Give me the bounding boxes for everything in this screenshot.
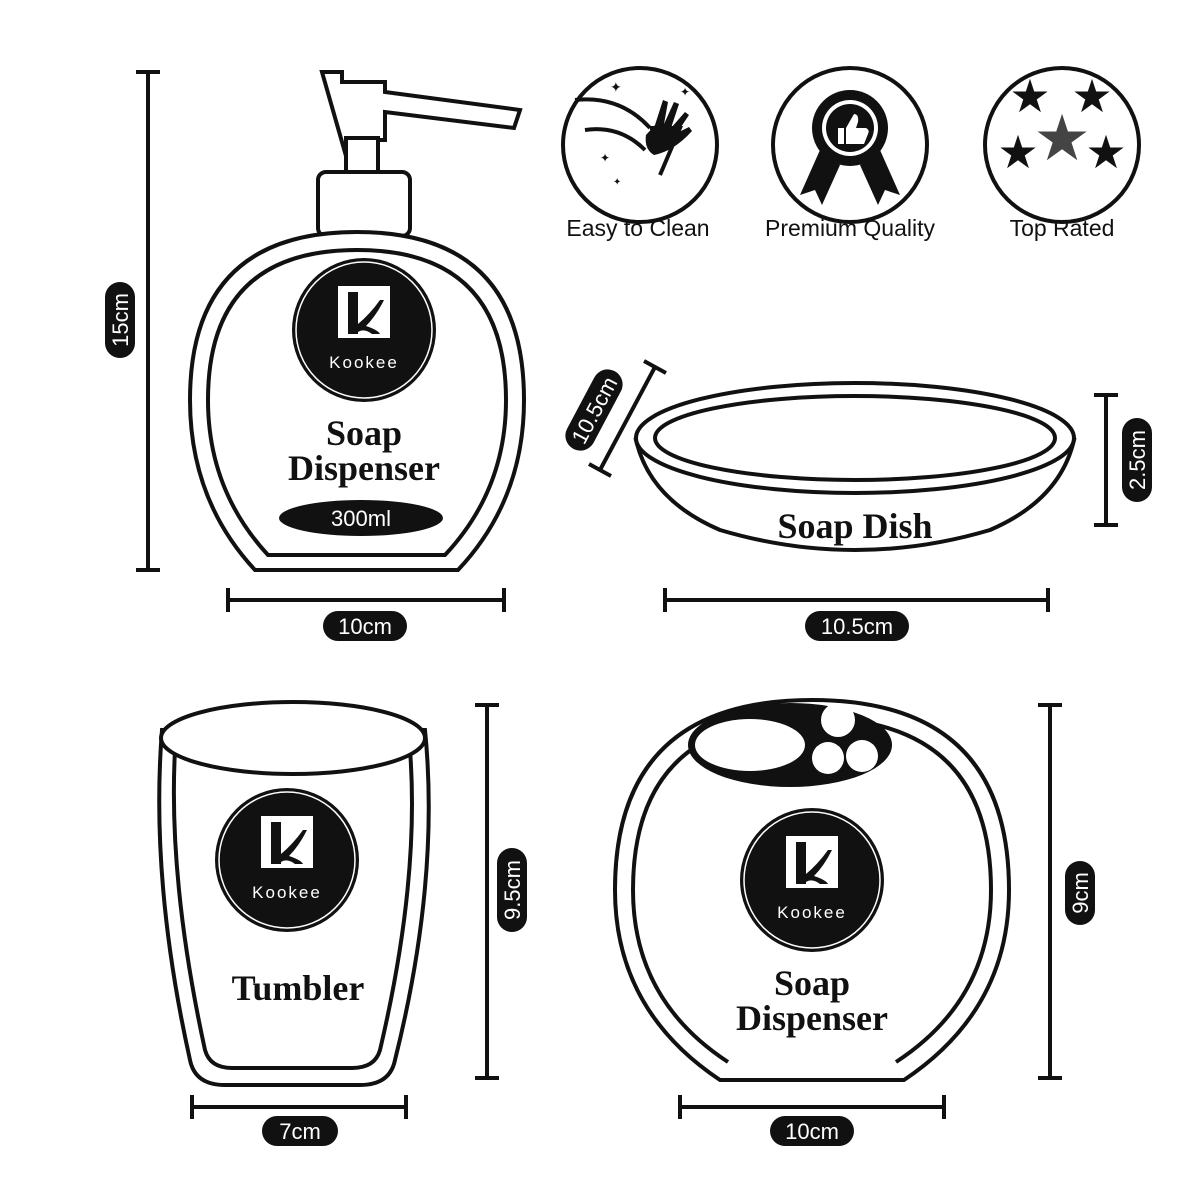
svg-text:★: ★ bbox=[1085, 125, 1126, 179]
svg-text:✦: ✦ bbox=[600, 151, 610, 165]
svg-text:★: ★ bbox=[1033, 102, 1090, 176]
soap-dish: Soap Dish bbox=[633, 381, 1077, 552]
dimension-height: 15cm bbox=[105, 70, 160, 572]
dimension-width: 10cm bbox=[226, 588, 506, 641]
pump-stem bbox=[344, 136, 380, 176]
product-name: Soap Dish bbox=[777, 506, 932, 546]
hand-sparkle-icon bbox=[645, 100, 692, 155]
dimension-width: 7cm bbox=[190, 1095, 408, 1146]
svg-text:10.5cm: 10.5cm bbox=[821, 614, 893, 639]
svg-text:10.5cm: 10.5cm bbox=[566, 373, 622, 448]
svg-text:Kookee: Kookee bbox=[777, 903, 847, 922]
svg-text:15cm: 15cm bbox=[108, 293, 133, 347]
capacity-label: 300ml bbox=[331, 506, 391, 531]
kookee-logo: Kookee bbox=[291, 257, 437, 403]
dimension-width: 10.5cm bbox=[663, 588, 1050, 641]
kookee-logo: Kookee bbox=[214, 787, 360, 933]
feature-easy-to-clean: ✦ ✦ ✦ ✦ Easy to Clean bbox=[561, 66, 719, 241]
toothbrush-holder: Kookee Soap Dispenser bbox=[612, 697, 1012, 1082]
dimension-height: 9.5cm bbox=[475, 703, 527, 1080]
kookee-logo: Kookee bbox=[739, 807, 885, 953]
stars-icon: ★★ ★★ ★ bbox=[997, 69, 1126, 179]
soap-dispenser: Kookee Soap Dispenser 300ml bbox=[187, 70, 527, 572]
svg-text:✦: ✦ bbox=[613, 177, 621, 188]
feature-top-rated: ★★ ★★ ★ Top Rated bbox=[983, 66, 1141, 241]
svg-text:10cm: 10cm bbox=[785, 1119, 839, 1144]
product-name: Soap bbox=[326, 413, 402, 453]
svg-text:✦: ✦ bbox=[680, 85, 690, 99]
svg-text:★: ★ bbox=[1071, 69, 1112, 123]
tumbler: Kookee Tumbler bbox=[157, 700, 431, 1087]
dimension-width: 10cm bbox=[678, 1095, 946, 1146]
product-name: Dispenser bbox=[736, 998, 888, 1038]
svg-text:2.5cm: 2.5cm bbox=[1125, 430, 1150, 490]
svg-text:9.5cm: 9.5cm bbox=[500, 860, 525, 920]
product-name: Soap bbox=[774, 963, 850, 1003]
feature-premium-quality: Premium Quality bbox=[765, 66, 935, 241]
product-name: Tumbler bbox=[232, 968, 365, 1008]
svg-text:9cm: 9cm bbox=[1068, 872, 1093, 914]
svg-text:✦: ✦ bbox=[610, 81, 622, 96]
capacity-pill bbox=[279, 500, 443, 536]
dimension-height: 9cm bbox=[1038, 703, 1095, 1080]
product-name: Dispenser bbox=[288, 448, 440, 488]
thumbs-up-badge-icon bbox=[800, 90, 900, 205]
svg-text:10cm: 10cm bbox=[338, 614, 392, 639]
svg-text:Top Rated: Top Rated bbox=[1010, 215, 1115, 241]
bottle-neck bbox=[316, 170, 412, 238]
svg-text:★: ★ bbox=[1009, 69, 1050, 123]
svg-text:7cm: 7cm bbox=[279, 1119, 321, 1144]
svg-text:Easy to Clean: Easy to Clean bbox=[566, 215, 709, 241]
svg-text:Premium Quality: Premium Quality bbox=[765, 215, 935, 241]
dimension-height: 2.5cm bbox=[1094, 393, 1152, 527]
svg-text:Kookee: Kookee bbox=[329, 353, 399, 372]
svg-text:★: ★ bbox=[997, 125, 1038, 179]
svg-text:Kookee: Kookee bbox=[252, 883, 322, 902]
